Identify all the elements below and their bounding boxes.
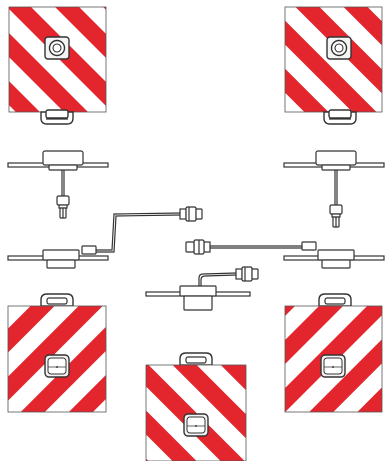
panel-bottom-center xyxy=(145,352,247,461)
panel-top-right xyxy=(284,6,383,125)
handle-bracket-icon xyxy=(318,293,352,307)
plug-connector-icon xyxy=(329,204,343,228)
socket-connector-icon xyxy=(179,206,203,222)
handle-bracket-icon xyxy=(40,109,74,125)
bar-middle-right xyxy=(210,241,385,269)
socket-connector-icon xyxy=(185,239,211,255)
panel-bottom-left xyxy=(7,293,107,413)
square-lamp-icon xyxy=(320,354,346,378)
handle-bracket-icon xyxy=(323,109,357,125)
round-lamp-icon xyxy=(44,36,70,60)
handle-bracket-icon xyxy=(179,352,213,366)
bar-middle-left xyxy=(7,212,181,269)
socket-connector-icon xyxy=(235,266,259,282)
plug-connector-icon xyxy=(56,195,70,219)
panel-top-left xyxy=(8,6,107,125)
square-lamp-icon xyxy=(44,354,70,378)
round-lamp-icon xyxy=(326,36,352,60)
bar-upper-right xyxy=(283,150,385,205)
bar-upper-left xyxy=(7,150,109,196)
square-lamp-icon xyxy=(183,413,209,437)
handle-bracket-icon xyxy=(40,293,74,307)
panel-bottom-right xyxy=(284,293,383,413)
bar-center xyxy=(145,272,251,311)
